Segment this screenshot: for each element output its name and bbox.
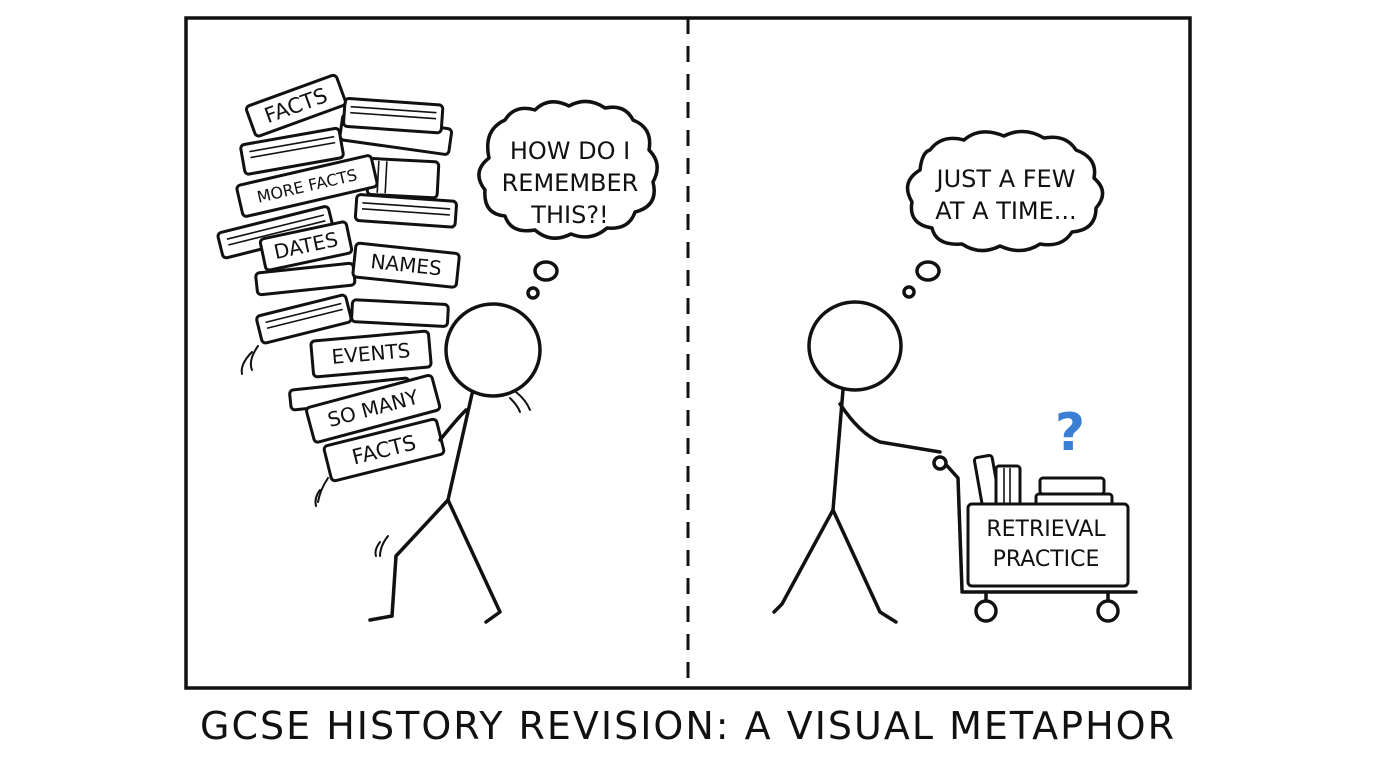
cart-wheel-left (974, 599, 998, 623)
thought-left-line1: HOW DO I (510, 137, 630, 165)
wobble-marks (240, 345, 531, 557)
retrieval-cart: RETRIEVAL PRACTICE ? (932, 403, 1138, 623)
cart-label-line1: RETRIEVAL (986, 517, 1106, 542)
thought-right-line1: JUST A FEW (935, 165, 1076, 193)
cart-basket (966, 502, 1130, 588)
page-caption: GCSE HISTORY REVISION: A VISUAL METAPHOR (200, 704, 1176, 748)
question-mark-icon: ? (1055, 403, 1085, 463)
thought-left-line2: REMEMBER (502, 169, 639, 197)
cart-wheel-right (1096, 599, 1120, 623)
thought-bubble-right: JUST A FEW AT A TIME... (902, 129, 1105, 299)
thought-left-line3: THIS?! (530, 201, 608, 229)
thought-bubble-left: HOW DO I REMEMBER THIS?! (477, 99, 659, 300)
stick-figure-left (368, 302, 542, 624)
cart-label-line2: PRACTICE (993, 547, 1100, 572)
thought-right-line2: AT A TIME... (935, 197, 1076, 225)
stick-figure-right (772, 300, 942, 624)
book-stack: FACTS MORE FACTS DATES NAMES EVENTS SO M… (216, 73, 461, 483)
